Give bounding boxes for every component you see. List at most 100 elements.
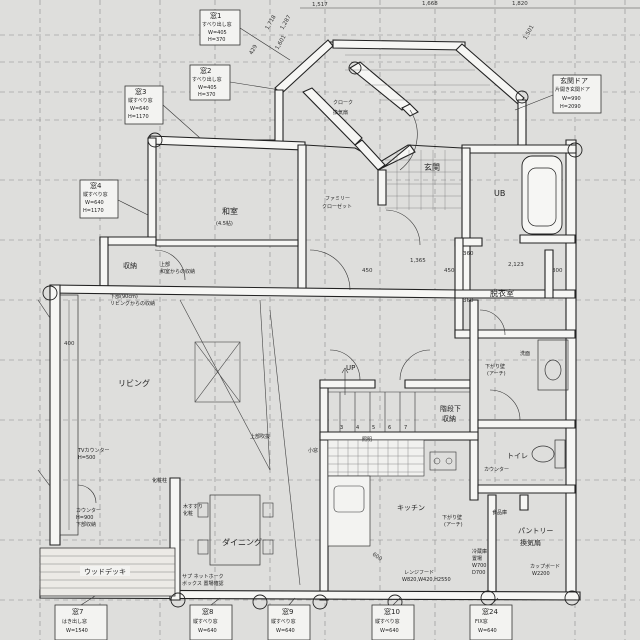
food-storage-label: 食品庫 [492,509,507,516]
dim-360-b: 360 [463,298,474,304]
family-closet-label-2: クローゼット [322,203,352,210]
fridge-label-4: D700 [472,570,485,576]
range-hood-label: レンジフード [404,570,434,576]
small-window-label: 小窓 [308,447,318,454]
counter-note-2: H=900 [76,515,94,521]
lighting-label: 照明 [362,437,372,443]
closet-label: クローク [333,100,353,106]
toilet-fixture [531,439,566,469]
svg-text:はき出し窓: はき出し窓 [62,618,87,625]
washstand-label: 洗面 [520,350,530,357]
decorative-pillar-label: 化粧柱 [152,477,167,484]
window-3-label: 窓3 縦すべり窓 W=640 H=1170 [124,85,164,125]
stairs-up-label: UP [346,364,355,372]
unit-bath-label: UB [494,189,505,198]
dim-300: 300 [552,268,563,274]
leader-lines [80,27,554,606]
stair-step-5: 5 [372,425,375,431]
range-hood-dims: W820,W420,H2550 [402,577,451,583]
svg-text:玄関ドア: 玄関ドア [560,76,588,85]
svg-text:W=640: W=640 [478,628,497,634]
storage-label: 収納 [123,261,137,270]
counter-note-3: 下部収納 [76,521,96,528]
stair-step-3: 3 [340,425,343,431]
svg-text:片開き玄関ドア: 片開き玄関ドア [555,86,590,93]
dim-450-a: 450 [362,268,373,274]
svg-text:H=1170: H=1170 [128,114,149,120]
dim-diag-4: 429 [249,43,260,56]
family-closet-label-1: ファミリー [325,196,350,202]
bathtub [521,155,563,235]
stair-step-7: 7 [404,425,407,431]
tv-counter [37,294,79,536]
svg-text:縦すべり窓: 縦すべり窓 [193,618,218,625]
fridge-label-3: W700 [472,563,487,569]
entrance-door-label: 玄関ドア 片開き玄関ドア W=990 H=2090 [552,74,602,114]
lowered-wall-1a: 下がり壁 [485,363,505,370]
dim-1365: 1,365 [410,258,426,264]
tv-counter-height: H=500 [78,455,96,461]
svg-text:すべり出し窓: すべり出し窓 [202,21,232,28]
svg-text:窓1: 窓1 [210,11,221,20]
svg-text:H=370: H=370 [198,92,216,98]
window-2-label: 窓2 すべり出し窓 W=405 H=370 [189,64,231,101]
window-1-label: 窓1 すべり出し窓 W=405 H=370 [199,9,241,46]
staircase [328,367,470,432]
dim-360-a: 360 [463,251,474,257]
dim-top-1: 1,517 [312,2,328,8]
cupboard-width: W2200 [532,571,550,577]
window-24-label: 窓24 FIX窓 W=640 [469,604,513,640]
dining-note-1: サプ ネットホーク [182,574,224,580]
svg-text:H=2090: H=2090 [560,104,581,110]
svg-text:窓7: 窓7 [72,607,83,616]
dim-2123: 2,123 [508,262,524,268]
washitsu-label: 和室 [222,206,238,216]
window-7-label: 窓7 はき出し窓 W=1540 [54,604,108,640]
svg-text:W=640: W=640 [276,628,295,634]
genkan-tile-floor [345,54,505,210]
dressing-room-label: 脱衣室 [490,288,514,298]
handrail-note-1: 木すすり [183,503,203,510]
kitchen-label: キッチン [397,504,425,512]
svg-text:W=640: W=640 [198,628,217,634]
svg-text:窓9: 窓9 [282,607,293,616]
storage-note-4: リビングからの収納 [110,300,155,307]
storage-note-1: 上部 [160,261,170,268]
stair-step-4: 4 [356,425,359,431]
window-10-label: 窓10 縦すべり窓 W=640 [371,604,415,640]
exterior-walls [39,39,581,601]
pantry-label: パントリー [518,527,553,535]
svg-text:窓8: 窓8 [202,607,213,616]
dim-450-b: 450 [444,268,455,274]
structural-columns [42,61,583,610]
svg-text:縦すべり窓: 縦すべり窓 [83,191,108,198]
window-8-label: 窓8 縦すべり窓 W=640 [189,604,233,640]
svg-text:H=370: H=370 [208,37,226,43]
upper-atrium-label: 上部吹抜 [250,433,270,440]
dining-label: ダイニング [222,537,262,547]
cupboard-label: カップボード [530,563,560,570]
counter-note-1: カウンター [76,507,101,514]
dim-top-3: 1,820 [512,1,528,7]
svg-text:W=640: W=640 [130,106,149,112]
door-swings [77,109,521,504]
dim-top-2: 1,668 [422,1,438,7]
svg-text:縦すべり窓: 縦すべり窓 [375,618,400,625]
living-label: リビング [118,378,150,388]
living-furniture [179,299,301,586]
tv-counter-label: TVカウンター [77,447,109,454]
svg-text:W=405: W=405 [208,30,227,36]
storage-note-2: 和室からの収納 [160,268,195,275]
under-stair-storage-2: 収納 [442,414,456,423]
svg-text:W=990: W=990 [562,96,581,102]
svg-text:窓2: 窓2 [200,66,211,75]
genkan-label: 玄関 [424,162,440,172]
window-9-label: 窓9 縦すべり窓 W=640 [267,604,311,640]
handrail-note-2: 化粧 [183,510,193,517]
storage-note-3: 下部(90cm) [110,293,138,300]
svg-text:FIX窓: FIX窓 [475,618,488,625]
dining-note-2: ボックス 置場確認 [182,580,223,587]
svg-text:縦すべり窓: 縦すべり窓 [271,618,296,625]
svg-text:窓24: 窓24 [482,607,498,616]
